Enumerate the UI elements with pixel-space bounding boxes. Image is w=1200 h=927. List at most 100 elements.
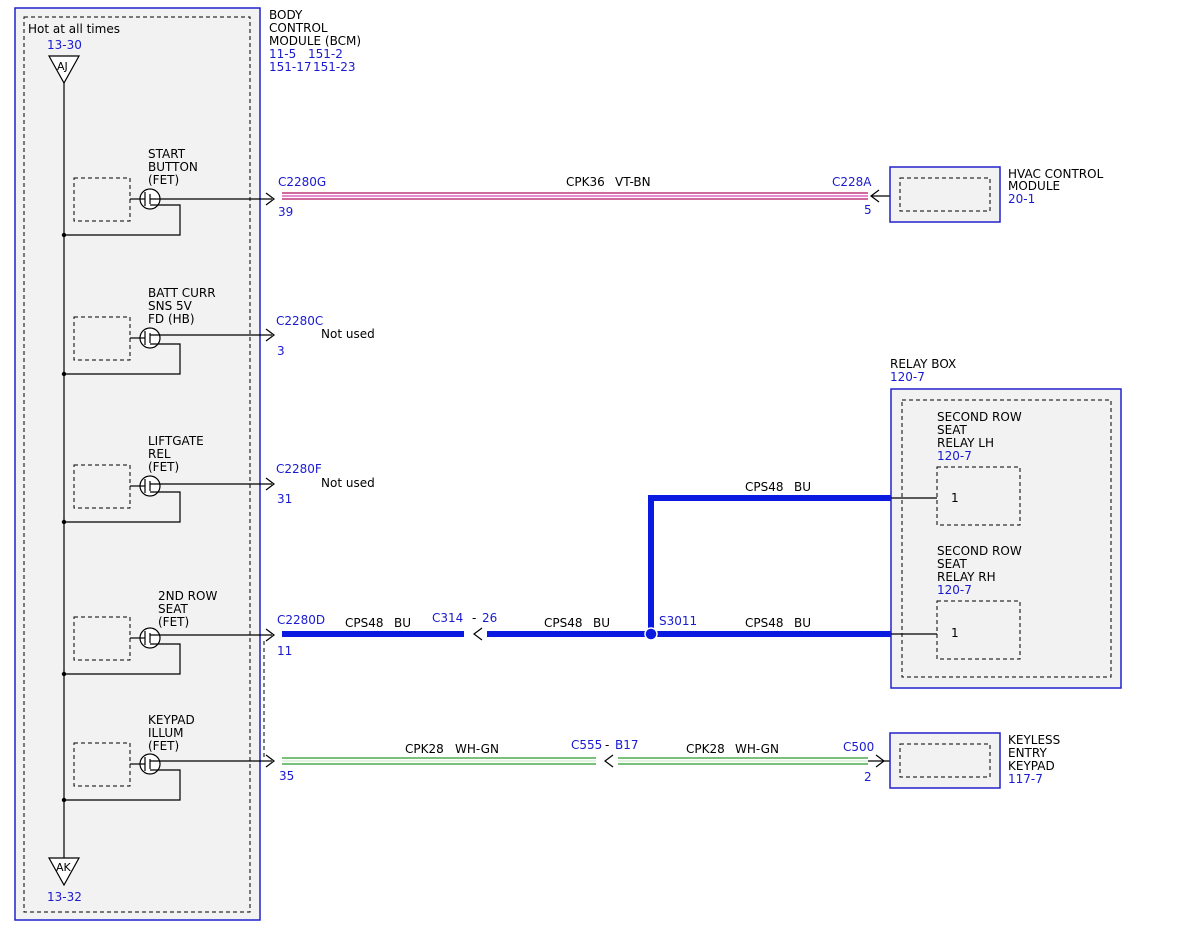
relay-lh-line-2: SEAT: [937, 423, 967, 437]
fet-label-line: (FET): [148, 173, 179, 187]
wire-color-label: BU: [394, 616, 411, 630]
relay-lh-line-1: SECOND ROW: [937, 410, 1022, 424]
fet-label-line: KEYPAD: [148, 713, 195, 727]
relay-lh-pin: 1: [951, 491, 959, 505]
hvac-control-module[interactable]: [889, 166, 1001, 223]
not-used-note: Not used: [321, 327, 375, 341]
bottom-power-ref[interactable]: 13-32: [47, 890, 82, 904]
relay-lh-box: [936, 466, 1021, 526]
bcm-ref-4[interactable]: 151-23: [313, 60, 356, 74]
fet-label-line: ILLUM: [148, 726, 183, 740]
pin-26: 26: [482, 611, 497, 625]
connector-c555[interactable]: C555: [571, 738, 602, 752]
wire-circuit-label: CPK28: [686, 742, 725, 756]
fet-label-line: SNS 5V: [148, 299, 193, 313]
wire-circuit-label: CPS48: [345, 616, 384, 630]
pin-arrow-icon: [265, 754, 275, 768]
fet-label-line: LIFTGATE: [148, 434, 204, 448]
relay-rh-line-3: RELAY RH: [937, 570, 996, 584]
fet-2nd-row-seat: 2ND ROW SEAT (FET): [61, 589, 272, 677]
inline-connector-arrow-icon: [473, 627, 483, 641]
pin-arrow-icon: [265, 477, 275, 491]
fet-label-line: (FET): [158, 615, 189, 629]
fet-label-line: REL: [148, 447, 171, 461]
bcm-ref-1[interactable]: 11-5: [269, 47, 296, 61]
bcm-module: BODY CONTROL MODULE (BCM) 11-5 151-2 151…: [14, 7, 361, 921]
pin-5: 5: [864, 203, 872, 217]
fet-label-line: (FET): [148, 739, 179, 753]
relay-box-title: RELAY BOX: [890, 357, 956, 371]
keyless-entry-keypad[interactable]: [889, 732, 1001, 789]
keypad-title-line-3: KEYPAD: [1008, 759, 1055, 773]
wire-cpk28[interactable]: [282, 757, 868, 765]
hvac-ref[interactable]: 20-1: [1008, 192, 1035, 206]
bcm-title-line-3: MODULE (BCM): [269, 34, 361, 48]
connector-separator: -: [472, 611, 476, 625]
pin-3: 3: [277, 344, 285, 358]
wire-cps48[interactable]: [282, 495, 891, 637]
connector-c2280c[interactable]: C2280C: [276, 314, 323, 328]
wire-color-label: WH-GN: [735, 742, 779, 756]
fet-label-line: BATT CURR: [148, 286, 216, 300]
connector-c2280f[interactable]: C2280F: [276, 462, 322, 476]
connector-c2280g[interactable]: C2280G: [278, 175, 326, 189]
connector-aj-triangle: [47, 55, 81, 85]
pin-2: 2: [864, 770, 872, 784]
relay-lh-line-3: RELAY LH: [937, 436, 994, 450]
fet-start-button: START BUTTON (FET): [61, 147, 272, 238]
inline-connector-arrow-icon: [604, 754, 614, 768]
fet-label-line: BUTTON: [148, 160, 198, 174]
bcm-ref-3[interactable]: 151-17: [269, 60, 312, 74]
keypad-ref[interactable]: 117-7: [1008, 772, 1043, 786]
pin-35: 35: [279, 769, 294, 783]
connector-c2280d[interactable]: C2280D: [277, 613, 325, 627]
wire-circuit-label: CPK36: [566, 175, 605, 189]
wire-circuit-label: CPS48: [745, 480, 784, 494]
connector-c314[interactable]: C314: [432, 611, 463, 625]
relay-rh-line-2: SEAT: [937, 557, 967, 571]
connector-ak-triangle: [47, 857, 81, 887]
keypad-title-line-1: KEYLESS: [1008, 733, 1060, 747]
relay-lh-ref[interactable]: 120-7: [937, 449, 972, 463]
pin-b17: B17: [615, 738, 639, 752]
wire-circuit-label: CPS48: [544, 616, 583, 630]
pin-arrow-icon: [265, 628, 275, 642]
pin-arrow-icon: [265, 328, 275, 342]
relay-box-ref[interactable]: 120-7: [890, 370, 925, 384]
relay-rh-box: [936, 600, 1021, 660]
fet-keypad-illum: KEYPAD ILLUM (FET): [61, 713, 272, 803]
fet-label-line: START: [148, 147, 186, 161]
connector-separator: -: [605, 738, 609, 752]
splice-s3011-dot[interactable]: [644, 627, 658, 641]
pin-39: 39: [278, 205, 293, 219]
bcm-ref-2[interactable]: 151-2: [308, 47, 343, 61]
wire-color-label: BU: [794, 480, 811, 494]
wire-color-label: BU: [593, 616, 610, 630]
connector-c228a[interactable]: C228A: [832, 175, 872, 189]
pin-31: 31: [277, 492, 292, 506]
hvac-title-line-2: MODULE: [1008, 179, 1060, 193]
bcm-title-line-2: CONTROL: [269, 21, 328, 35]
relay-box[interactable]: [890, 388, 1122, 689]
wire-circuit-label: CPS48: [745, 616, 784, 630]
bcm-title-line-1: BODY: [269, 8, 303, 22]
relay-rh-ref[interactable]: 120-7: [937, 583, 972, 597]
fet-batt-curr: BATT CURR SNS 5V FD (HB): [61, 286, 272, 377]
fet-label-line: (FET): [148, 460, 179, 474]
hot-at-all-times-label: Hot at all times: [28, 22, 120, 36]
fet-label-line: 2ND ROW: [158, 589, 217, 603]
not-used-note: Not used: [321, 476, 375, 490]
relay-rh-pin: 1: [951, 626, 959, 640]
wire-circuit-label: CPK28: [405, 742, 444, 756]
connector-ak-label: AK: [56, 861, 72, 874]
fet-liftgate-rel: LIFTGATE REL (FET): [61, 434, 272, 525]
top-power-ref[interactable]: 13-30: [47, 38, 82, 52]
connector-c500[interactable]: C500: [843, 740, 874, 754]
pin-11: 11: [277, 644, 292, 658]
wire-color-label: BU: [794, 616, 811, 630]
splice-s3011-label[interactable]: S3011: [659, 614, 697, 628]
wire-color-label: WH-GN: [455, 742, 499, 756]
hvac-title-line-1: HVAC CONTROL: [1008, 167, 1104, 181]
wire-cpk36[interactable]: [282, 192, 868, 200]
